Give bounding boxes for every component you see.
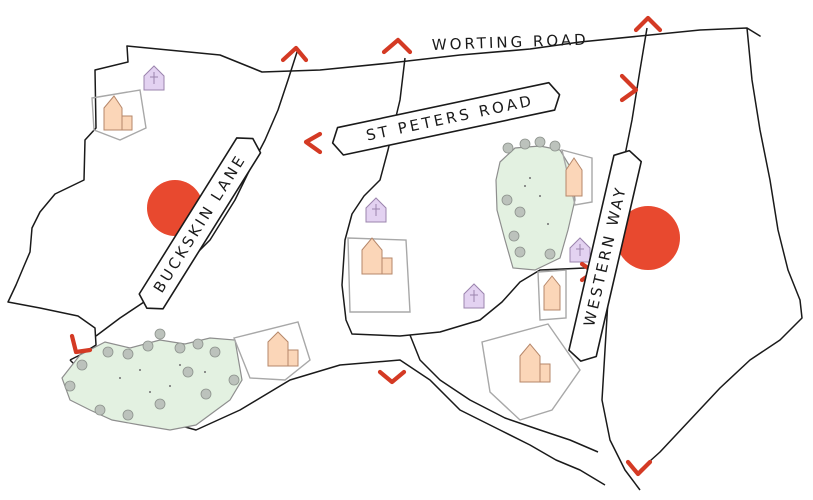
houses <box>103 95 583 383</box>
east-boundary <box>639 27 803 471</box>
southwest-green-space <box>61 337 243 431</box>
direction-arrow <box>619 73 639 103</box>
buckskin-lane-east-edge <box>95 51 298 337</box>
house-icon <box>103 95 133 131</box>
chapels <box>143 65 591 309</box>
worting-road-line <box>126 27 761 73</box>
chapel-icon <box>463 283 485 309</box>
direction-arrow <box>633 15 663 33</box>
direction-arrow <box>280 45 309 63</box>
west-parcel-outline <box>7 45 129 361</box>
lower-inner-edge <box>409 334 599 453</box>
central-green-space <box>495 145 576 271</box>
direction-arrow <box>69 333 93 355</box>
direction-arrow <box>303 131 323 155</box>
southwest-trees <box>64 328 240 421</box>
chapel-icon <box>365 197 387 223</box>
texture-dots <box>119 177 549 393</box>
house-icon <box>519 343 551 383</box>
chapel-icon <box>569 237 591 263</box>
direction-arrow <box>377 369 407 385</box>
central-parcel-outline <box>341 57 601 337</box>
chapel-icon <box>143 65 165 91</box>
direction-arrow <box>625 459 653 477</box>
central-trees <box>501 136 561 260</box>
red-circle-marker <box>616 206 680 270</box>
house-icon <box>565 157 583 197</box>
house-icon <box>267 331 299 367</box>
house-icon <box>543 275 561 311</box>
property-plots <box>91 89 593 421</box>
house-icon <box>361 237 393 275</box>
direction-arrow <box>381 37 413 55</box>
worting-road-label: WORTING ROAD <box>432 31 589 54</box>
